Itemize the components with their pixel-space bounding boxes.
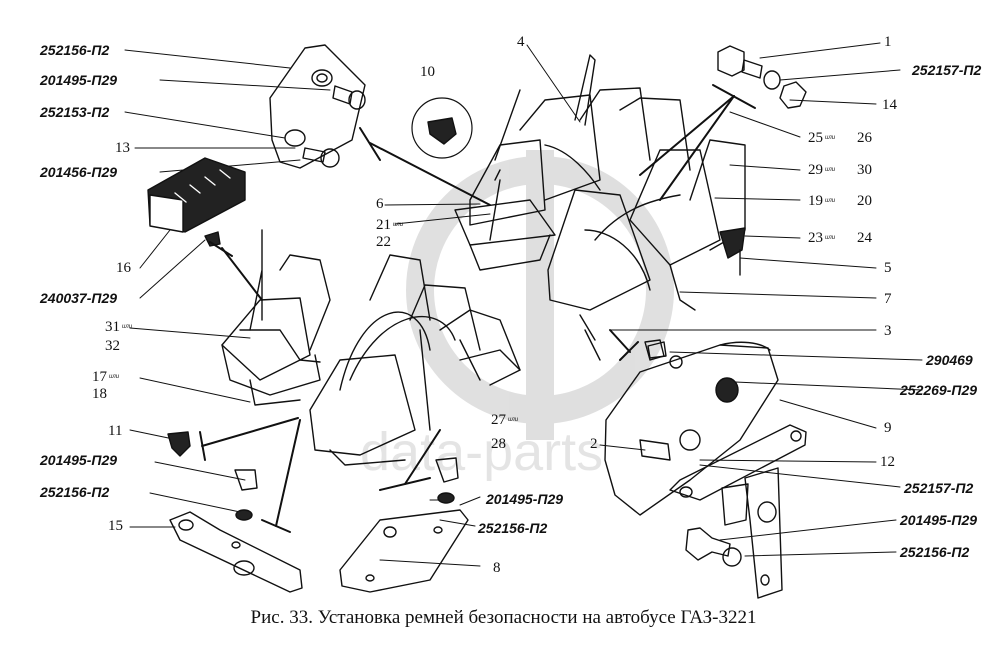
callout-number: 6 [376,196,384,212]
bolt-lower-right [685,527,742,567]
watermark-logo [406,150,674,440]
callout-number: 32 [105,338,120,354]
leader-lines [124,42,923,567]
washer-and-bolt-290469 [644,339,665,361]
seat-group-upper [454,54,691,271]
callout-number: 9 [884,420,892,436]
part-code: 252157-П2 [912,62,982,78]
figure-caption: Рис. 33. Установка ремней безопасности н… [250,607,757,628]
callout-number: 23 [808,230,823,246]
or-word: или [825,198,836,204]
callout-number: 18 [92,386,107,402]
mounting-bracket-15 [169,469,303,593]
callout-number: 14 [882,97,897,113]
callout-number: 13 [115,140,130,156]
callout-number: 19 [808,193,823,209]
callout-number: 7 [884,291,892,307]
seat-group-center [309,254,521,466]
callout-number: 21 [376,217,391,233]
watermark-text: data-parts [360,422,603,482]
part-code: 252156-П2 [40,42,110,58]
part-code: 201495-П29 [40,452,118,468]
callout-number: 22 [376,234,391,250]
or-word: или [825,235,836,241]
or-word: или [122,324,133,330]
screw-detail [411,97,473,159]
callout-number: 10 [420,64,435,80]
callout-number: 5 [884,260,892,276]
part-code: 252156-П2 [40,484,110,500]
part-code: 252153-П2 [40,104,110,120]
callout-number: 20 [857,193,872,209]
callout-number: 29 [808,162,823,178]
or-word: или [508,417,519,423]
mounting-plate-8 [339,457,469,593]
retaining-clip [167,431,191,457]
or-word: или [393,222,404,228]
seat-group-left [221,229,331,406]
or-word: или [825,167,836,173]
or-word: или [109,374,120,380]
part-code: 201495-П29 [40,72,118,88]
part-code: 290469 [926,352,973,368]
callout-number: 4 [517,34,525,50]
buckle-cover [147,157,246,233]
part-code: 201456-П29 [40,164,118,180]
part-code: 252156-П2 [900,544,970,560]
callout-number: 16 [116,260,131,276]
callout-number: 2 [590,436,598,452]
callout-number: 27 [491,412,506,428]
callout-number: 30 [857,162,872,178]
callout-number: 12 [880,454,895,470]
callout-number: 17 [92,369,107,385]
part-code: 252156-П2 [478,520,548,536]
callout-number: 24 [857,230,872,246]
callout-number: 31 [105,319,120,335]
bracket-12 [721,467,783,599]
callout-number: 28 [491,436,506,452]
callout-number: 8 [493,560,501,576]
small-screw [204,231,221,247]
or-word: или [825,135,836,141]
part-code: 252157-П2 [904,480,974,496]
callout-number: 3 [884,323,892,339]
part-code: 240037-П29 [40,290,118,306]
part-code: 201495-П29 [486,491,564,507]
callout-number: 25 [808,130,823,146]
floor-panel-2 [604,341,779,516]
part-code: 252269-П29 [900,382,978,398]
top-bolt-assembly [717,45,807,109]
callout-number: 1 [884,34,892,50]
callout-number: 26 [857,130,872,146]
callout-number: 15 [108,518,123,534]
part-code: 201495-П29 [900,512,978,528]
seat-group-right [547,139,746,361]
upper-left-bracket [269,44,366,169]
callout-number: 11 [108,423,123,439]
side-bracket-9 [669,424,807,501]
